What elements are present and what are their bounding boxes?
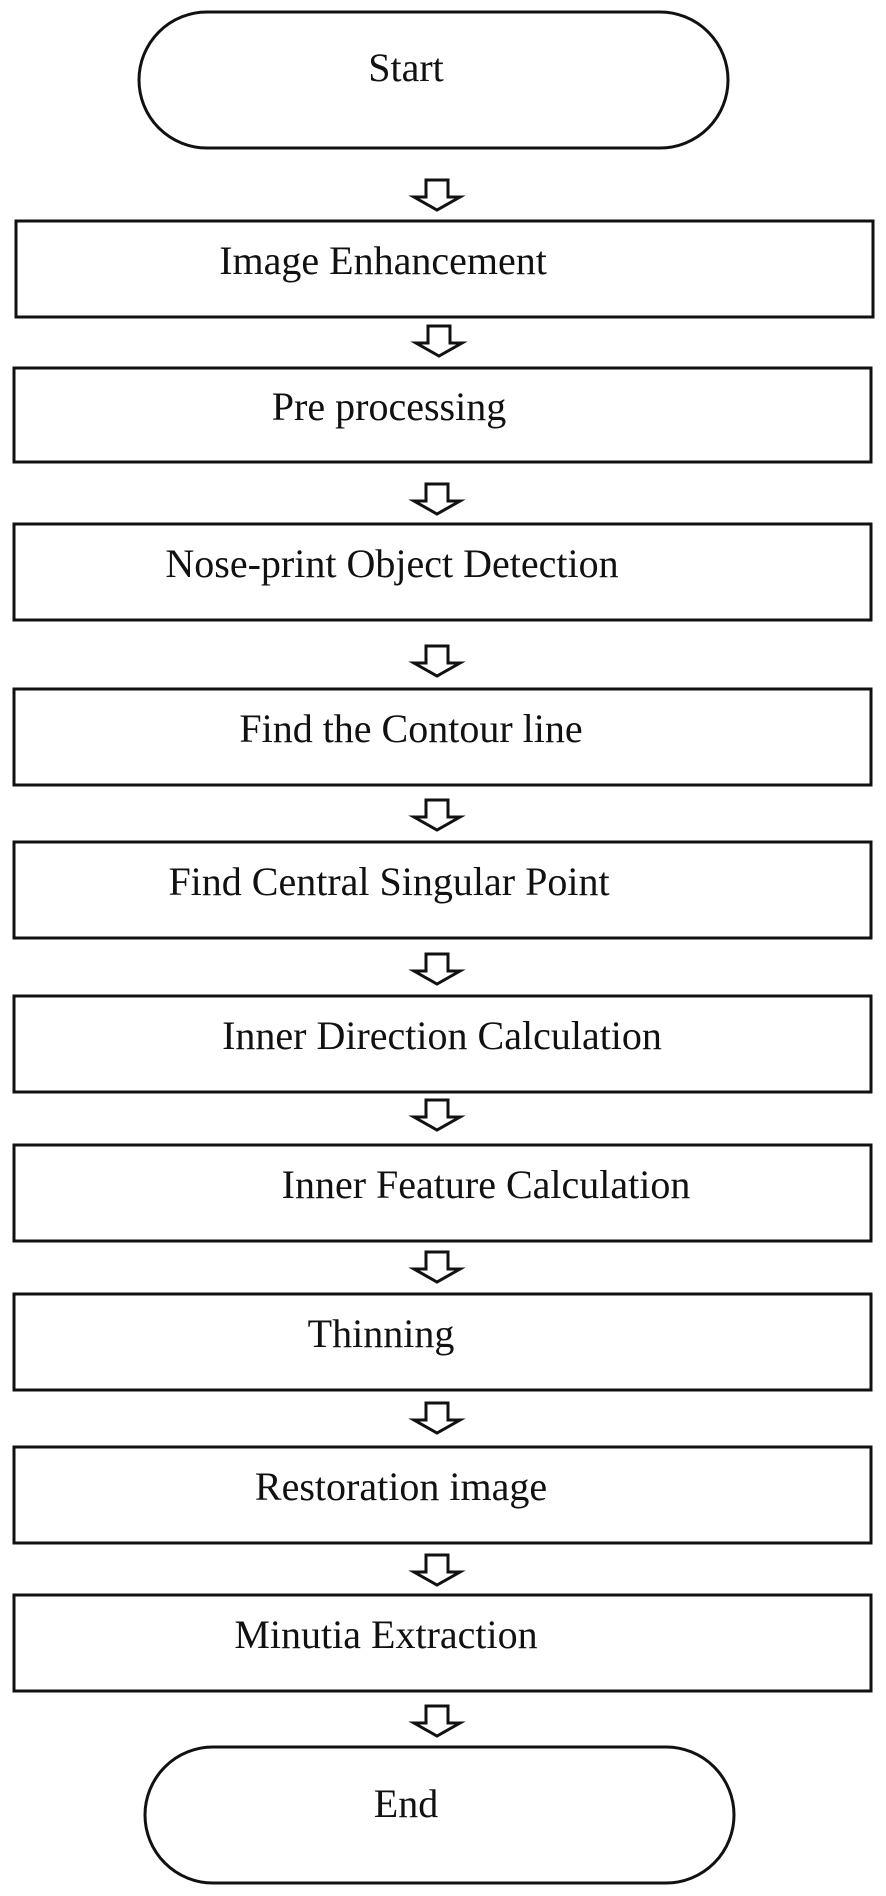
process-label: Thinning bbox=[308, 1311, 455, 1356]
start-label: Start bbox=[368, 45, 444, 90]
flowchart-shapes bbox=[12, 10, 875, 1885]
process-box bbox=[12, 840, 873, 940]
down-arrow bbox=[408, 644, 466, 678]
process-box bbox=[12, 1593, 873, 1693]
process-label: Restoration image bbox=[255, 1464, 547, 1509]
process-label: Image Enhancement bbox=[219, 238, 547, 283]
process-box bbox=[12, 522, 873, 622]
end-label: End bbox=[374, 1781, 438, 1826]
process-label: Nose-print Object Detection bbox=[165, 541, 618, 586]
process-label: Pre processing bbox=[272, 384, 506, 429]
process-box bbox=[12, 994, 873, 1094]
process-box bbox=[12, 687, 873, 787]
process-box bbox=[12, 366, 873, 464]
end-terminator bbox=[143, 1745, 736, 1885]
down-arrow bbox=[408, 1250, 466, 1284]
down-arrow bbox=[410, 324, 468, 358]
down-arrow bbox=[408, 1098, 466, 1132]
start-terminator bbox=[137, 10, 730, 150]
down-arrow bbox=[408, 482, 466, 516]
down-arrow bbox=[408, 1401, 466, 1435]
down-arrow bbox=[408, 1553, 466, 1587]
process-box bbox=[12, 1445, 873, 1545]
down-arrow bbox=[408, 178, 466, 212]
down-arrow bbox=[408, 1704, 466, 1738]
flowchart-arrows bbox=[408, 178, 468, 1738]
process-label: Inner Direction Calculation bbox=[222, 1013, 662, 1058]
process-box bbox=[14, 219, 875, 319]
process-box bbox=[12, 1143, 873, 1243]
process-label: Minutia Extraction bbox=[234, 1612, 537, 1657]
down-arrow bbox=[408, 798, 466, 832]
process-box bbox=[12, 1292, 873, 1392]
process-label: Inner Feature Calculation bbox=[282, 1162, 691, 1207]
down-arrow bbox=[408, 952, 466, 986]
process-label: Find the Contour line bbox=[239, 706, 582, 751]
process-label: Find Central Singular Point bbox=[168, 859, 609, 904]
